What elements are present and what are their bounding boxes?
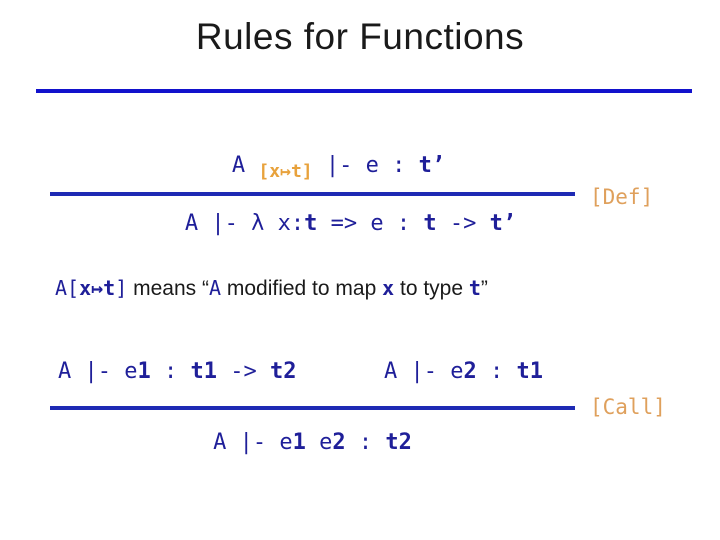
text-segment: 1 — [137, 359, 151, 384]
text-segment: : — [476, 359, 517, 384]
text-segment: 1 — [292, 430, 306, 455]
text-segment: modified to map — [221, 277, 383, 300]
def-rule-conclusion: A |- λ x:t => e : t -> t’ — [88, 209, 613, 239]
text-segment: t2 — [269, 359, 297, 384]
text-segment: A — [231, 153, 259, 178]
text-segment: t’ — [489, 211, 517, 236]
text-segment: => e : — [317, 211, 424, 236]
text-segment: to type — [394, 277, 469, 300]
call-rule-premise-left: A |- e1 : t1 -> t2 — [58, 357, 296, 387]
text-segment: t1 — [516, 359, 544, 384]
text-segment: -> — [216, 359, 270, 384]
text-segment: : — [345, 430, 386, 455]
text-segment: x — [382, 276, 395, 300]
def-rule-label: [Def] — [590, 185, 654, 209]
call-rule-fraction-line — [50, 406, 575, 410]
text-segment: ” — [480, 277, 488, 300]
text-segment: A[ — [55, 276, 80, 300]
text-segment: A |- λ x: — [184, 211, 305, 236]
text-segment: 2 — [463, 359, 477, 384]
text-segment: e — [305, 430, 333, 455]
text-segment: A — [208, 276, 222, 300]
call-rule-label: [Call] — [590, 395, 666, 419]
call-rule-premises: A |- e1 : t1 -> t2 A |- e2 : t1 — [50, 357, 575, 387]
text-segment: : — [150, 359, 191, 384]
title-underline — [36, 89, 692, 93]
text-segment: t’ — [418, 153, 446, 178]
call-rule-conclusion: A |- e1 e2 : t2 — [50, 428, 575, 458]
text-segment: A |- e — [58, 359, 138, 384]
text-segment: t1 — [190, 359, 217, 384]
text-segment: t — [468, 276, 481, 300]
text-segment: |- e : — [312, 153, 419, 178]
text-segment: 2 — [332, 430, 346, 455]
text-segment: means “ — [127, 277, 209, 300]
note-substitution-explanation: A[x↦t] means “A modified to map x to typ… — [55, 276, 488, 301]
text-segment: A |- e — [213, 430, 293, 455]
text-segment: t — [304, 211, 318, 236]
def-rule-premise: A [x↦t] |- e : t’ — [76, 151, 601, 187]
def-rule-fraction-line — [50, 192, 575, 196]
call-rule-premise-right: A |- e2 : t1 — [384, 357, 543, 387]
text-segment: -> — [436, 211, 490, 236]
text-segment: [x↦t] — [258, 161, 313, 182]
text-segment: t — [423, 211, 437, 236]
slide-title: Rules for Functions — [195, 16, 525, 57]
text-segment: x↦t — [79, 276, 116, 300]
text-segment: ] — [115, 276, 128, 300]
text-segment: t2 — [385, 430, 412, 455]
text-segment: A |- e — [384, 359, 464, 384]
